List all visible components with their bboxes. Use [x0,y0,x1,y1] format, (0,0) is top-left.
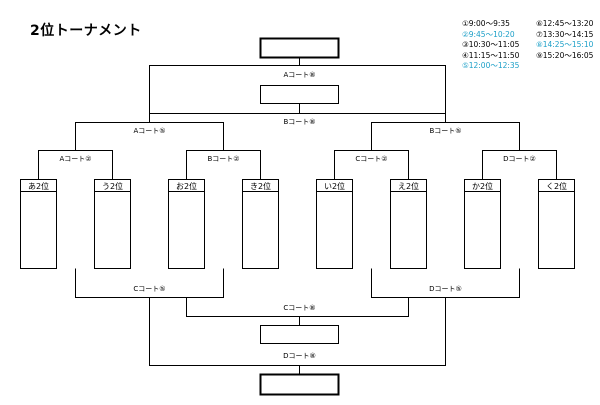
match-label-b2: Bコート② [207,155,239,163]
match-label-c8: Cコート⑧ [283,304,315,312]
match-label-a8: Aコート⑧ [283,71,315,79]
team-box-u [94,179,131,269]
team-label-o: お2位 [176,181,197,191]
schedule-slot-7: ⑦13:30〜14:15 [536,29,594,39]
match-label-a2: Aコート② [59,155,91,163]
team-box-ki [242,179,279,269]
match-label-d8: Dコート⑧ [283,352,316,360]
schedule-slot-6: ⑥12:45〜13:20 [536,19,594,28]
lower-final-result-box [260,325,339,344]
lower-final-bracket [149,297,446,366]
team-label-a: あ2位 [28,181,49,191]
schedule-slot-3: ③10:30〜11:05 [462,40,520,50]
team-box-i [316,179,353,269]
lower-semi-bracket [186,297,409,317]
upper-final-result-box [260,85,339,104]
schedule-slot-2: ②9:45〜10:20 [462,29,515,39]
team-label-u: う2位 [102,181,123,191]
champion-box [259,37,340,59]
match-label-b5: Bコート⑤ [429,127,461,135]
team-label-ku: く2位 [546,181,567,191]
upper-final-bracket [149,65,446,114]
schedule-slot-5: ⑤12:00〜12:35 [462,61,520,71]
team-label-e: え2位 [398,181,419,191]
team-box-o [168,179,205,269]
team-box-ku [538,179,575,269]
page-title: 2位トーナメント [30,23,142,39]
match-label-d5: Dコート⑤ [429,285,462,293]
schedule-slot-1: ①9:00〜9:35 [462,19,510,28]
team-label-ki: き2位 [250,181,271,191]
lower-champion-box [259,373,340,396]
schedule-slot-8: ⑧14:25〜15:10 [536,40,594,50]
match-label-d2: Dコート② [503,155,536,163]
lower-bracket-right [371,268,520,298]
team-box-ka [464,179,501,269]
team-label-ka: か2位 [472,181,493,191]
schedule-slot-9: ⑨15:20〜16:05 [536,50,594,60]
schedule-slot-4: ④11:15〜11:50 [462,50,520,60]
match-label-c5: Cコート⑤ [133,285,165,293]
team-box-e [390,179,427,269]
match-label-c2: Cコート② [355,155,387,163]
team-box-a [20,179,57,269]
match-label-a5: Aコート⑤ [133,127,165,135]
lower-bracket-left [75,268,224,298]
upper-semi-bracket [149,113,446,123]
match-label-b8: Bコート⑧ [283,118,315,126]
team-label-i: い2位 [324,181,345,191]
